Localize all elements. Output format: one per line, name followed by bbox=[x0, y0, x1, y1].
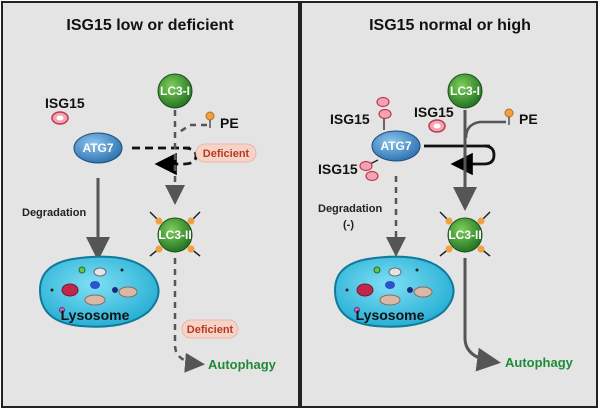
right-atg7-node: ATG7 bbox=[371, 130, 421, 162]
left-panel bbox=[1, 1, 300, 408]
left-pe-icon bbox=[205, 111, 215, 128]
right-isg15-molecule-icon-c bbox=[359, 159, 379, 182]
right-autophagy-arrow bbox=[463, 258, 501, 372]
left-lysosome-label: Lysosome bbox=[61, 307, 130, 323]
right-uturn-arrow bbox=[450, 144, 496, 176]
right-isg15-label-c: ISG15 bbox=[318, 161, 358, 177]
right-lc3ii-label: LC3-II bbox=[448, 228, 481, 242]
right-panel bbox=[300, 1, 598, 408]
right-lysosome-label: Lysosome bbox=[356, 307, 425, 323]
left-atg7-node: ATG7 bbox=[73, 132, 123, 164]
right-lc3i-node: LC3-I bbox=[447, 73, 483, 109]
left-deficient-badge-1: Deficient bbox=[195, 143, 257, 163]
right-panel-title: ISG15 normal or high bbox=[369, 17, 531, 34]
left-deficient-label-2: Deficient bbox=[187, 324, 234, 336]
right-degradation-sign: (-) bbox=[343, 219, 354, 231]
right-isg15-molecule-icon-b bbox=[428, 119, 446, 133]
left-isg15-molecule-icon bbox=[51, 111, 69, 125]
right-autophagy-label: Autophagy bbox=[505, 355, 574, 370]
right-isg15-label-a: ISG15 bbox=[330, 111, 370, 127]
left-lysosome-icon bbox=[38, 255, 160, 328]
left-autophagy-label: Autophagy bbox=[208, 357, 277, 372]
right-atg7-label: ATG7 bbox=[380, 139, 411, 153]
right-lysosome-icon bbox=[333, 255, 455, 328]
right-degradation-label: Degradation bbox=[318, 203, 382, 215]
right-pe-icon bbox=[504, 108, 514, 125]
left-pe-connector bbox=[177, 123, 207, 135]
left-deficient-badge-2: Deficient bbox=[181, 319, 239, 339]
right-isg15-label-b: ISG15 bbox=[414, 104, 454, 120]
left-atg7-label: ATG7 bbox=[82, 141, 113, 155]
right-lc3i-label: LC3-I bbox=[450, 84, 480, 98]
left-panel-title: ISG15 low or deficient bbox=[66, 17, 234, 34]
left-pe-label: PE bbox=[220, 115, 239, 131]
left-degradation-label: Degradation bbox=[22, 207, 86, 219]
right-lc3ii-node: LC3-II bbox=[439, 211, 491, 257]
left-deficient-label-1: Deficient bbox=[203, 148, 250, 160]
right-pe-label: PE bbox=[519, 111, 538, 127]
left-isg15-label: ISG15 bbox=[45, 95, 85, 111]
left-lc3i-node: LC3-I bbox=[157, 73, 193, 109]
right-isg15-molecule-icon-a bbox=[376, 96, 392, 130]
left-lc3ii-node: LC3-II bbox=[149, 211, 201, 257]
left-lc3i-label: LC3-I bbox=[160, 84, 190, 98]
left-autophagy-arrow bbox=[173, 258, 205, 373]
left-lc3ii-label: LC3-II bbox=[158, 228, 191, 242]
